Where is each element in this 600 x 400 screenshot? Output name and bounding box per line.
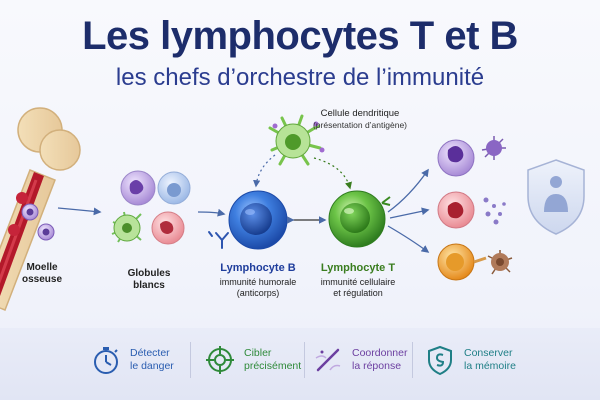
- wbc-label-line1: Globules: [127, 268, 171, 279]
- footer-divider: [190, 342, 191, 378]
- footer-band: [0, 328, 600, 400]
- b-lymphocyte-cell: [228, 190, 288, 250]
- footer-divider: [412, 342, 413, 378]
- t-cell-label: Lymphocyte T: [320, 262, 396, 274]
- dendritic-sublabel: (présentation d’antigène): [312, 120, 408, 130]
- t-lymphocyte-cell: [328, 190, 391, 248]
- footer-detect-line1: Détecter: [130, 347, 170, 359]
- footer-memory-line2: la mémoire: [464, 360, 516, 372]
- page-title: Les lymphocytes T et B: [82, 14, 518, 58]
- footer-item-coordinate: Coordonner la réponse: [312, 340, 407, 380]
- footer-item-memory: Conserver la mémoire: [424, 340, 516, 380]
- marrow-label-line2: osseuse: [21, 274, 63, 285]
- baton-icon: [315, 348, 341, 372]
- footer-coordinate-line2: la réponse: [352, 360, 402, 372]
- footer-divider: [304, 342, 305, 378]
- marrow-label-line1: Moelle: [26, 262, 58, 273]
- footer-item-detect: Détecter le danger: [90, 340, 174, 380]
- bone-marrow-illustration: [0, 107, 81, 311]
- target-tumor-cell: [437, 243, 513, 281]
- t-cell-sub1: immunité cellulaire: [320, 277, 396, 287]
- footer-target-line1: Cibler: [244, 347, 272, 359]
- target-infected-cell: [437, 191, 506, 229]
- antibody-icon: [208, 231, 229, 249]
- footer-target-line2: précisément: [244, 360, 302, 372]
- b-cell-sub1: immunité humorale: [219, 277, 297, 287]
- footer-coordinate-line1: Coordonner: [352, 347, 408, 359]
- t-cell-sub2: et régulation: [333, 288, 383, 298]
- footer-memory-line1: Conserver: [464, 347, 513, 359]
- stopwatch-icon: [94, 347, 118, 374]
- page-subtitle: les chefs d’orchestre de l’immunité: [115, 64, 485, 91]
- dendritic-cell: [268, 114, 325, 166]
- shield-memory-icon: [428, 345, 452, 376]
- protection-shield-icon: [527, 159, 585, 235]
- footer-detect-line2: le danger: [130, 360, 174, 372]
- footer-item-target: Cibler précisément: [204, 340, 301, 380]
- wbc-label-line2: blancs: [133, 280, 165, 291]
- target-icon: [206, 346, 234, 374]
- b-cell-sub2: (anticorps): [236, 288, 280, 298]
- b-cell-label: Lymphocyte B: [220, 262, 296, 274]
- target-virus-cell: [437, 136, 506, 177]
- dendritic-label: Cellule dendritique: [320, 108, 400, 119]
- white-blood-cells: [111, 170, 191, 245]
